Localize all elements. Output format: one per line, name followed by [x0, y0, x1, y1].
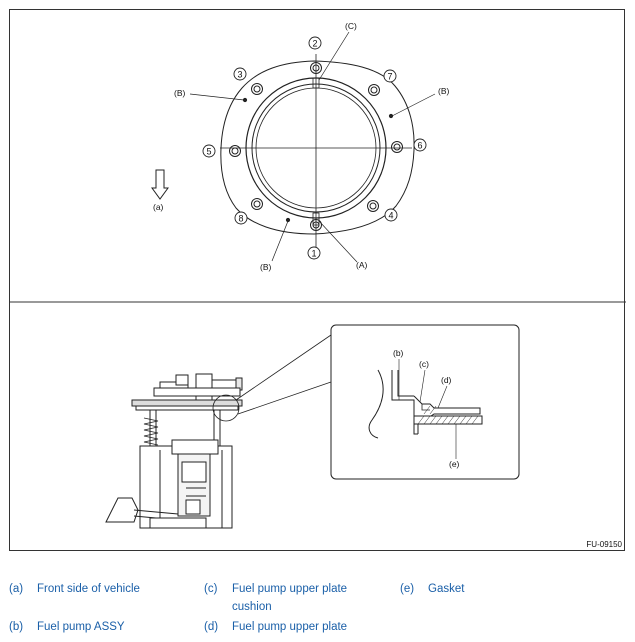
bolt-number-4: 4	[388, 211, 393, 221]
fuel-pump-assy-side	[105, 373, 243, 529]
bolt-7	[368, 84, 380, 96]
legend-text-a: Front side of vehicle	[37, 583, 140, 595]
bolt-number-texts: 1 2 3 4 5 6 7 8	[206, 39, 422, 259]
diagram-svg: 1 2 3 4 5 6 7 8 (C) (B) (B) (B) (A)	[10, 21, 626, 549]
legend-text-c: Fuel pump upper plate cushion	[232, 583, 348, 613]
legend-key-a: (a)	[9, 583, 24, 595]
bolt-2	[310, 62, 322, 74]
legend-text-d: Fuel pump upper plate	[232, 621, 348, 633]
bolt-number-1: 1	[311, 249, 316, 259]
label-b: (b)	[393, 348, 404, 358]
bolt-8	[251, 198, 263, 210]
diagram-figure: 1 2 3 4 5 6 7 8 (C) (B) (B) (B) (A)	[9, 9, 626, 551]
label-e: (e)	[449, 459, 460, 469]
detail-magnifier	[212, 334, 332, 422]
legend-text-b: Fuel pump ASSY	[37, 621, 125, 633]
detail-view: (b) (c) (d) (e)	[330, 324, 520, 480]
label-a: (a)	[153, 202, 164, 212]
bolt-number-3: 3	[237, 70, 242, 80]
bolt-number-callouts	[202, 36, 427, 260]
bolt-4	[367, 200, 379, 212]
bolt-1	[310, 219, 322, 231]
bolts	[229, 62, 403, 231]
label-A: (A)	[356, 260, 368, 270]
bolt-number-5: 5	[206, 147, 211, 157]
top-view-leaders	[189, 31, 436, 263]
top-view-labels: (C) (B) (B) (B) (A)	[174, 21, 450, 272]
bolt-number-7: 7	[387, 72, 392, 82]
figure-code: FU-09150	[586, 540, 622, 549]
label-B-left: (B)	[174, 88, 186, 98]
bolt-3	[251, 83, 263, 95]
legend-key-d: (d)	[204, 621, 219, 633]
bolt-number-8: 8	[238, 214, 243, 224]
legend-key-b: (b)	[9, 621, 24, 633]
label-B-bottom: (B)	[260, 262, 272, 272]
legend-text-e: Gasket	[428, 583, 465, 595]
bolt-number-6: 6	[417, 141, 422, 151]
label-c: (c)	[419, 359, 429, 369]
label-d: (d)	[441, 375, 452, 385]
legend-item-c: (c) Fuel pump upper plate cushion	[204, 580, 384, 620]
front-direction-arrow	[151, 169, 169, 200]
label-C: (C)	[345, 21, 357, 31]
bolt-5	[229, 145, 241, 157]
bolt-number-2: 2	[312, 39, 317, 49]
label-B-right: (B)	[438, 86, 450, 96]
legend: (a) Front side of vehicle (b) Fuel pump …	[0, 576, 635, 642]
top-view-plate	[220, 54, 415, 250]
bolt-6	[391, 141, 403, 153]
legend-key-e: (e)	[400, 583, 415, 595]
legend-key-c: (c)	[204, 583, 218, 595]
